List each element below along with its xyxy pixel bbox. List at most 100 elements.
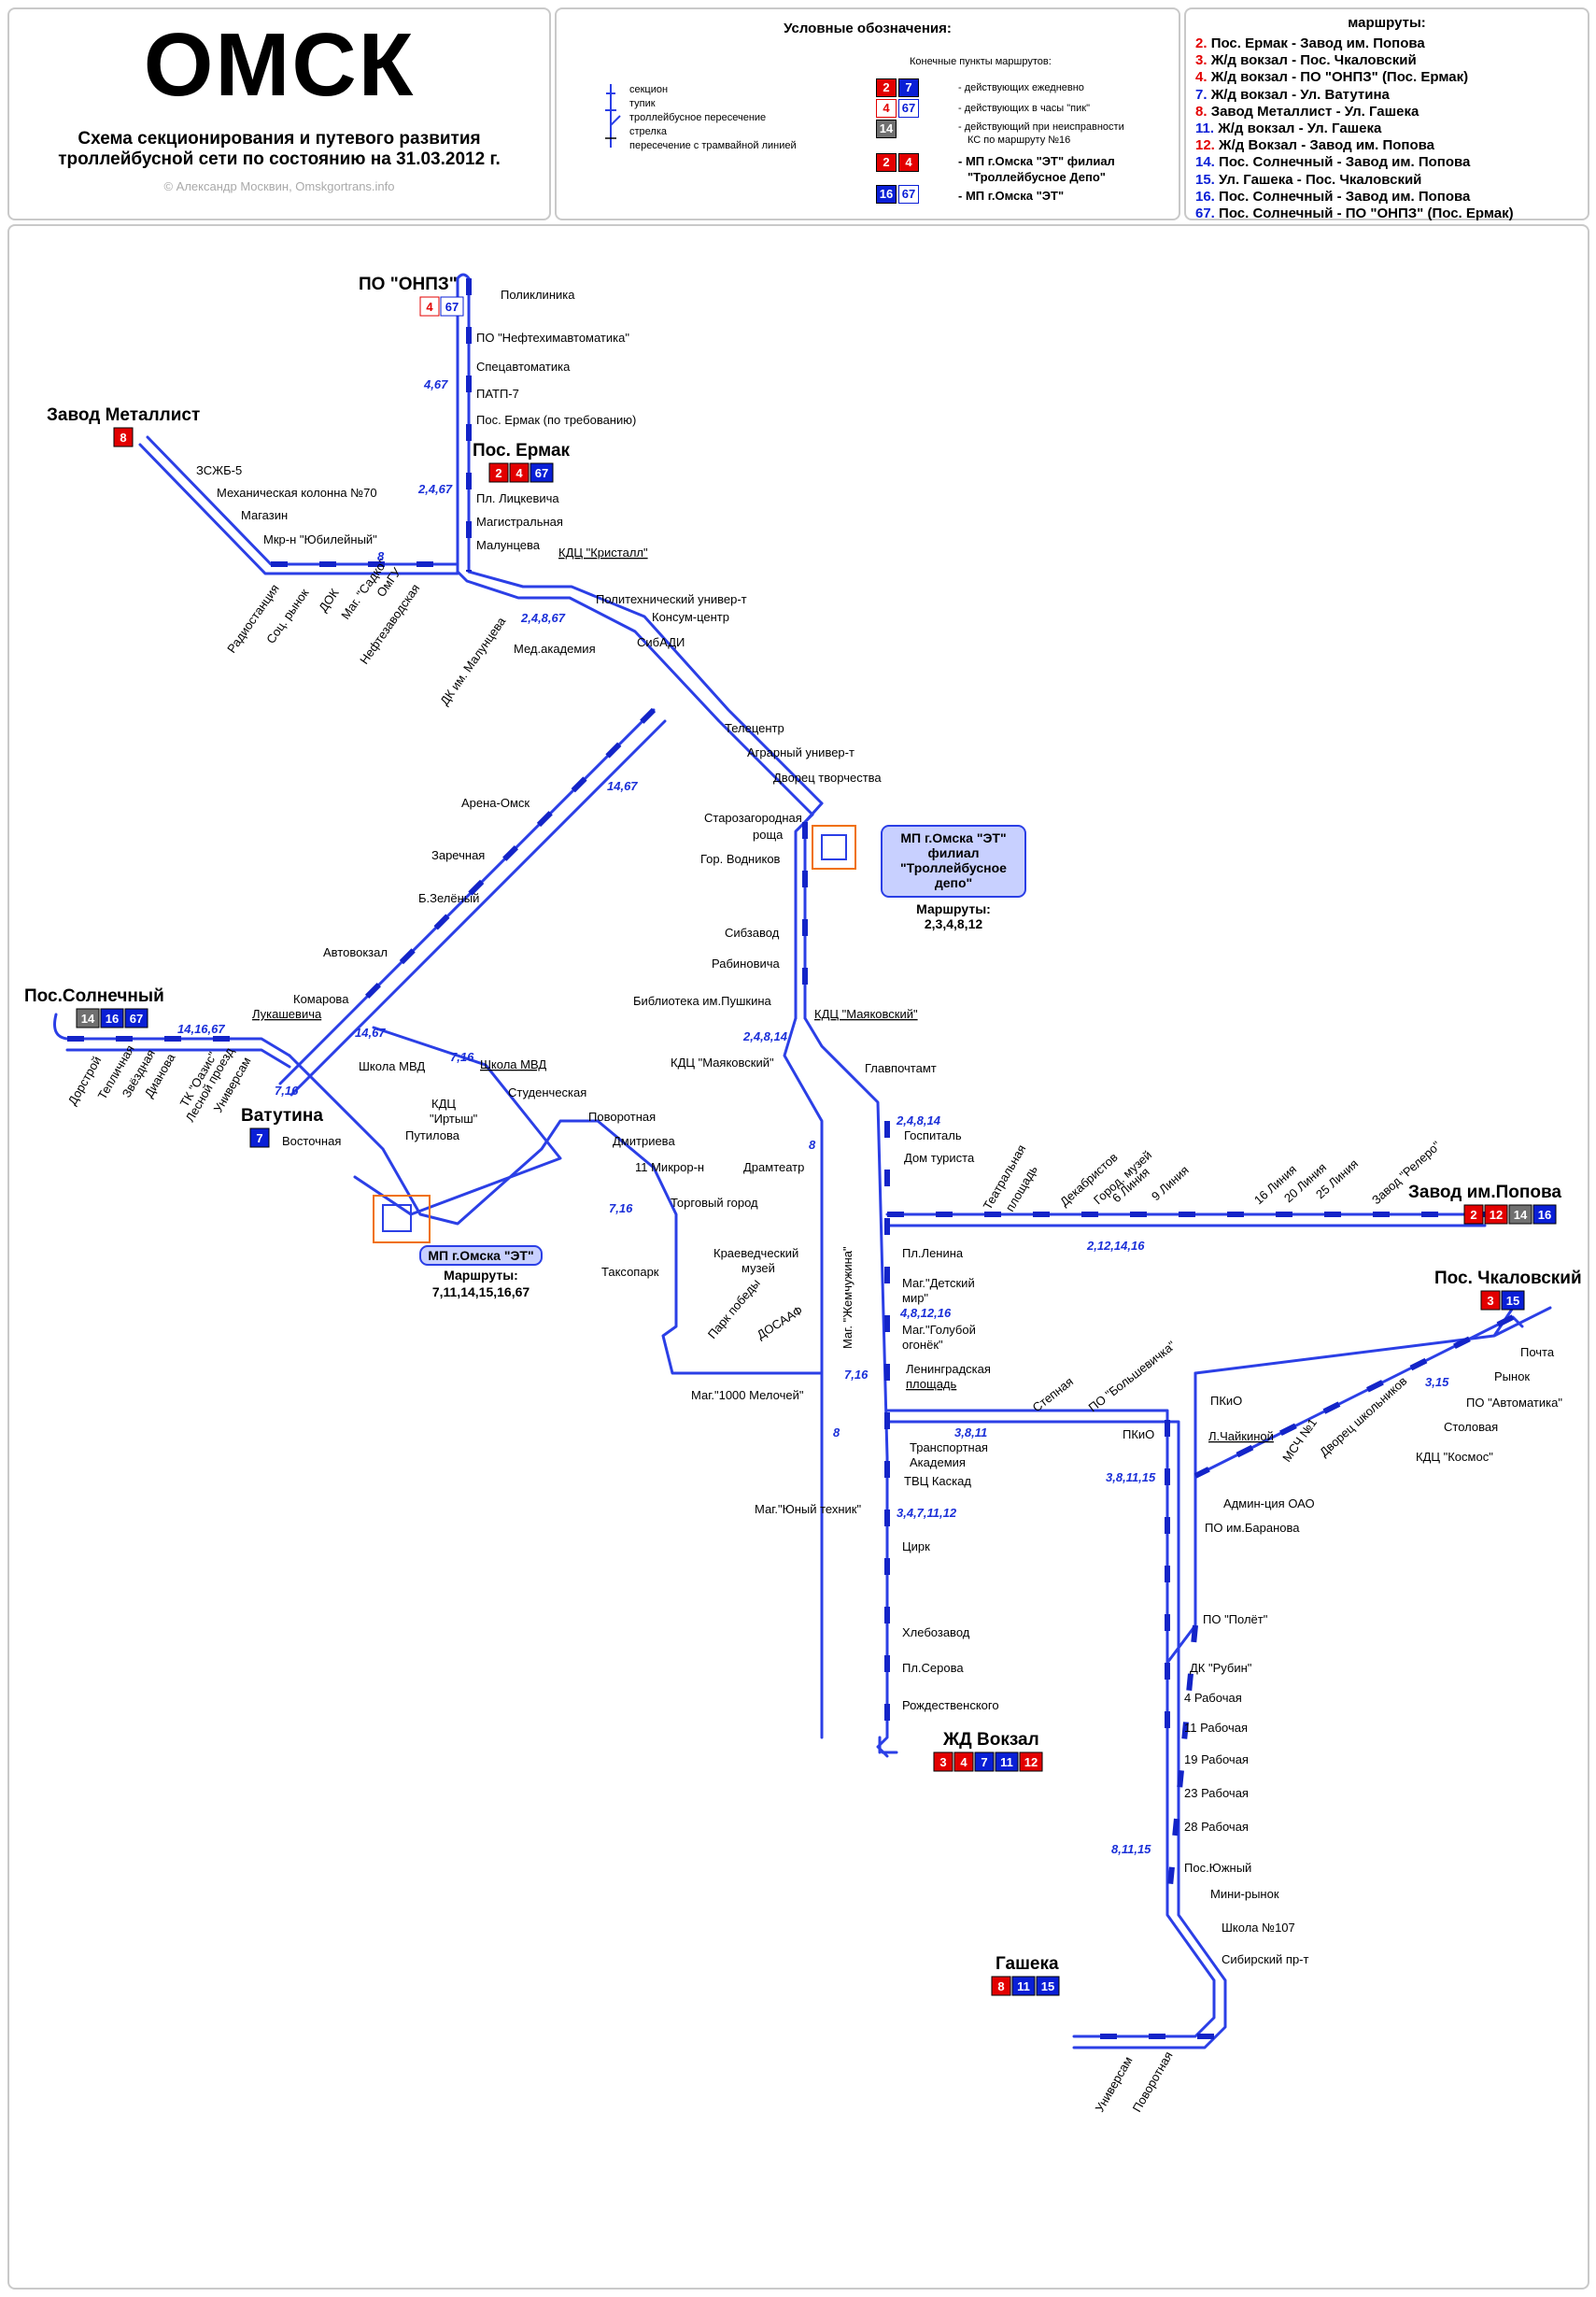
stop-magistr: Магистральная [476, 515, 563, 529]
legend-daily: - действующих ежедневно [958, 82, 1084, 93]
route-number: 16. [1195, 188, 1220, 205]
depot2-group[interactable] [373, 1195, 543, 1266]
svg-text:12: 12 [1490, 1208, 1503, 1222]
svg-text:14: 14 [1514, 1208, 1528, 1222]
route-label: 7,16 [609, 1201, 633, 1215]
stop-gospital: Госпиталь [904, 1128, 962, 1142]
line-vatutina [288, 1054, 824, 1375]
route-description: Ж/д вокзал - Ул. Ватутина [1210, 86, 1390, 103]
line-gasheka-2 [1072, 1623, 1227, 2049]
subtitle-line-2: троллейбусной сети по состоянию на 31.03… [58, 149, 501, 169]
svg-text:14: 14 [81, 1012, 95, 1026]
stop-pochta: Почта [1520, 1345, 1555, 1359]
stop-cirk: Цирк [902, 1539, 930, 1553]
stop-rynok: Рынок [1494, 1369, 1530, 1383]
route-badge: 4 [509, 462, 530, 483]
depot1-group[interactable] [812, 825, 1026, 898]
stop-rab4: 4 Рабочая [1184, 1691, 1242, 1705]
stop-tehnik: Маг."Юный техник" [755, 1502, 861, 1516]
stop-kdcmayak: КДЦ "Маяковский" [814, 1007, 918, 1021]
line-center-south [803, 1016, 889, 1758]
route-item: 16. Пос. Солнечный - Завод им. Попова [1195, 189, 1470, 205]
legend-sym-1: секцион [629, 84, 669, 95]
legend-badge-peak-2: 67 [898, 99, 919, 118]
route-description: Пос. Солнечный - Завод им. Попова [1219, 154, 1471, 171]
route-badge: 8 [113, 427, 134, 447]
route-item: 4. Ж/д вокзал - ПО "ОНПЗ" (Пос. Ермак) [1195, 69, 1468, 85]
stop-melochi: Маг."1000 Мелочей" [691, 1388, 804, 1402]
stop-telecentr: Телецентр [725, 721, 784, 735]
route-label: 2,4,8,14 [896, 1113, 941, 1127]
route-badge: 7 [249, 1127, 270, 1148]
stop-dosaaf: ДОСААФ [755, 1303, 806, 1342]
depot1-title-0: МП г.Омска "ЭТ" [900, 830, 1006, 845]
stop-kaskad: ТВЦ Каскад [904, 1474, 971, 1488]
svg-text:15: 15 [1506, 1294, 1519, 1308]
route-label: 8 [833, 1425, 840, 1439]
route-description: Пос. Солнечный - Завод им. Попова [1219, 188, 1471, 205]
legend-fault: - действующий при неисправности [958, 121, 1124, 133]
line-ermak-telecentr-2 [456, 570, 814, 816]
legend-badge-daily-1: 2 [876, 78, 897, 97]
terminal-chkalovsky: Пос. Чкаловский [1434, 1269, 1582, 1288]
svg-text:3: 3 [939, 1755, 946, 1769]
depot1-icon[interactable] [812, 825, 856, 870]
line-pkio [885, 1409, 1169, 1758]
stop-detmir1: Маг."Детский [902, 1276, 975, 1290]
route-badge: 2 [488, 462, 509, 483]
route-item: 14. Пос. Солнечный - Завод им. Попова [1195, 154, 1470, 170]
stop-mehkol: Механическая колонна №70 [217, 486, 377, 500]
svg-text:4: 4 [516, 466, 523, 480]
svg-text:8: 8 [120, 431, 126, 445]
stop-transp: Транспортная [910, 1440, 988, 1454]
stop-kdcirtysh1: КДЦ [431, 1097, 456, 1111]
stop-dvorec: Дворец творчества [773, 771, 882, 785]
stop-torgovy: Торговый город [671, 1196, 758, 1210]
map-panel [7, 224, 1589, 2290]
stop-rab23: 23 Рабочая [1184, 1786, 1249, 1800]
route-badge: 4 [419, 296, 440, 317]
stop-rab28: 28 Рабочая [1184, 1820, 1249, 1834]
route-badge: 11 [1011, 1976, 1036, 1996]
svg-text:11: 11 [1017, 1979, 1030, 1993]
route-badge: 15 [1036, 1976, 1060, 1996]
depot2-icon[interactable] [373, 1195, 431, 1243]
legend-depot-branch-2: "Троллейбусное Депо" [967, 170, 1106, 184]
legend-sym-5: пересечение с трамвайной линией [629, 140, 797, 151]
svg-text:16: 16 [106, 1012, 119, 1026]
stop-politeh: Политехнический универ-т [596, 592, 747, 606]
svg-text:7: 7 [981, 1755, 987, 1769]
svg-text:12: 12 [1024, 1755, 1038, 1769]
terminal-solnechny: Пос.Солнечный [24, 986, 164, 1006]
stop-rubin: ДК "Рубин" [1190, 1661, 1252, 1675]
city-title: ОМСК [143, 15, 416, 115]
svg-text:11: 11 [1000, 1755, 1013, 1769]
stop-stolovaya: Столовая [1444, 1420, 1498, 1434]
stop-agrar: Аграрный универ-т [747, 745, 854, 759]
route-label: 2,4,67 [417, 482, 453, 496]
route-label: 4,67 [423, 377, 448, 391]
stop-rab11: 11 Рабочая [1184, 1721, 1248, 1735]
route-label: 3,8,11 [954, 1425, 987, 1439]
line-chkalovsky [1193, 1306, 1552, 1375]
svg-text:2: 2 [1470, 1208, 1476, 1222]
route-label: 8 [809, 1138, 816, 1152]
depot1-title-3: депо" [935, 875, 972, 890]
route-badge: 15 [1501, 1290, 1525, 1311]
svg-text:4: 4 [960, 1755, 967, 1769]
stop-neftehim: ПО "Нефтехимавтоматика" [476, 331, 629, 345]
stop-stepnaya: Степная [1030, 1374, 1076, 1414]
stop-univ2: Универсам [1093, 2054, 1136, 2115]
stop-minirynok: Мини-рынок [1210, 1887, 1279, 1901]
depot1-routes-title: Маршруты: [916, 901, 991, 916]
legend-sym-4: стрелка [629, 126, 667, 137]
stop-shkmvd2: Школа МВД [480, 1057, 546, 1071]
stop-zhemch: Маг. "Жемчужина" [840, 1246, 854, 1349]
stop-dramteatr: Драмтеатр [743, 1160, 804, 1174]
stop-zarechnaya: Заречная [431, 848, 485, 862]
stop-leningr1: Ленинградская [906, 1362, 991, 1376]
terminal-vokzal: ЖД Вокзал [942, 1730, 1039, 1750]
stop-pkio1: ПКиО [1210, 1394, 1242, 1408]
stop-yubil: Мкр-н "Юбилейный" [263, 532, 377, 546]
